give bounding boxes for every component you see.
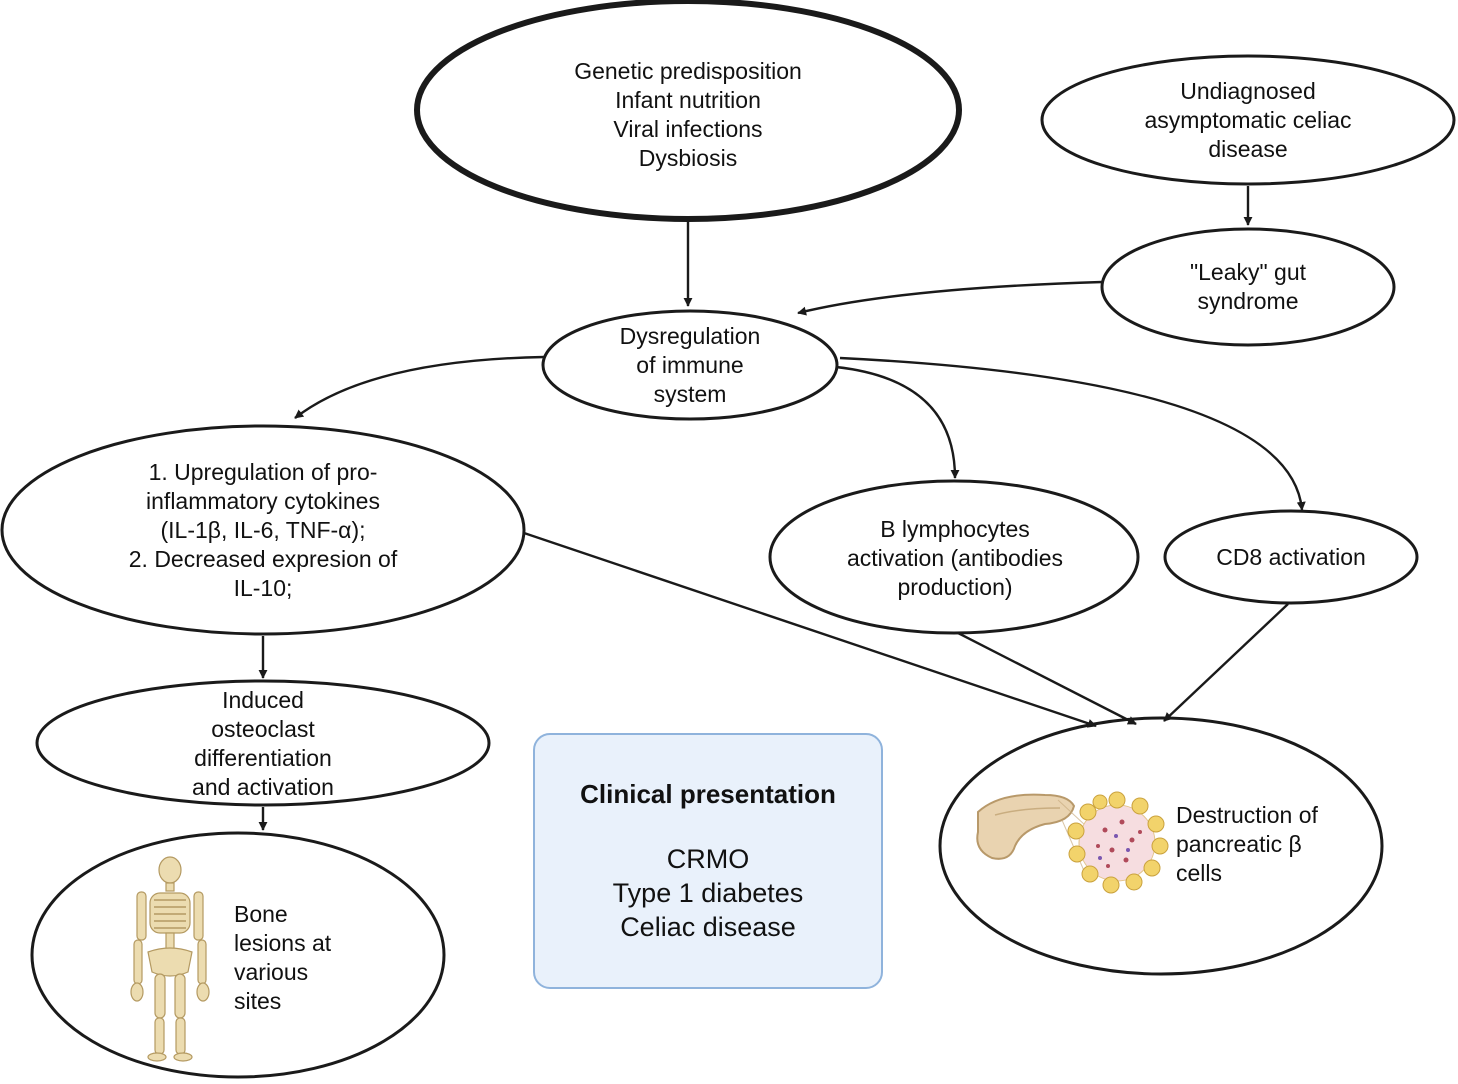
celiac-line: disease <box>1208 135 1288 162</box>
causes-line: Infant nutrition <box>615 87 761 113</box>
bone-node: Bone lesions at various sites <box>234 898 384 1018</box>
b-lymphocytes-ellipse <box>768 479 1140 635</box>
causes-line: Genetic predisposition <box>574 58 802 84</box>
arrow-dysregulation-to-b-lymphocytes <box>835 365 960 479</box>
causes-line: Dysbiosis <box>638 145 738 171</box>
cytokines-line: IL-10; <box>233 574 293 601</box>
causes-line: Viral infections <box>613 116 763 142</box>
b-lymphocytes-line: production) <box>897 573 1013 600</box>
arrow-dysregulation-to-cytokines <box>294 355 545 419</box>
destruction-node: Destruction of pancreatic β cells <box>1176 798 1366 890</box>
b-lymphocytes-node: B lymphocytes activation (antibodies pro… <box>790 510 1120 606</box>
arrow-cd8-to-destruction <box>1163 603 1289 722</box>
arrow-dysregulation-to-cd8 <box>839 356 1306 511</box>
bone-line: lesions at <box>234 930 332 956</box>
clinical-item: Celiac disease <box>620 912 796 942</box>
leaky-gut-line: "Leaky" gut <box>1189 259 1307 285</box>
cd8-ellipse <box>1163 509 1419 605</box>
clinical-item: CRMO <box>666 844 750 874</box>
cytokines-line: inflammatory cytokines <box>146 487 380 514</box>
dysregulation-ellipse <box>541 309 839 421</box>
osteoclast-node: Induced osteoclast differentiation and a… <box>60 684 466 804</box>
cytokines-ellipse <box>0 424 526 636</box>
bone-ellipse <box>30 831 446 1079</box>
bone-line: Bone <box>234 901 288 927</box>
cytokines-line: 2. Decreased expresion of <box>128 545 398 572</box>
clinical-box <box>533 733 883 989</box>
dysregulation-line: system <box>653 380 727 407</box>
destruction-line: pancreatic β <box>1176 830 1302 857</box>
skeleton-icon <box>130 856 210 1062</box>
dysregulation-line: Dysregulation <box>619 322 761 349</box>
celiac-line: Undiagnosed <box>1180 77 1316 104</box>
dysregulation-line: of immune <box>636 351 744 378</box>
celiac-line: asymptomatic celiac <box>1144 106 1352 133</box>
bone-line: sites <box>234 988 282 1014</box>
cytokines-line: 1. Upregulation of pro- <box>148 458 378 485</box>
arrow-b-lymphocytes-to-destruction <box>957 631 1137 726</box>
b-lymphocytes-line: B lymphocytes <box>880 515 1030 542</box>
causes-ellipse <box>414 0 962 222</box>
islet-cells-icon <box>1067 791 1169 894</box>
arrow-cytokines-to-destruction <box>523 531 1097 728</box>
osteoclast-ellipse <box>35 679 491 807</box>
arrow-leaky-gut-to-dysregulation <box>797 280 1103 316</box>
destruction-line: Destruction of <box>1176 801 1318 828</box>
pancreas-icon <box>976 793 1089 881</box>
leaky-gut-node: "Leaky" gut syndrome <box>1110 255 1386 319</box>
osteoclast-line: osteoclast <box>211 716 315 742</box>
cytokines-line: (IL-1β, IL-6, TNF-α); <box>160 516 366 543</box>
dysregulation-node: Dysregulation of immune system <box>555 318 825 412</box>
osteoclast-line: differentiation <box>194 745 332 771</box>
celiac-node: Undiagnosed asymptomatic celiac disease <box>1050 72 1446 168</box>
leaky-gut-line: syndrome <box>1197 288 1299 314</box>
osteoclast-line: and activation <box>192 774 334 800</box>
causes-node: Genetic predisposition Infant nutrition … <box>430 40 946 190</box>
celiac-ellipse <box>1040 54 1456 186</box>
bone-line: various <box>234 959 309 985</box>
clinical-title: Clinical presentation <box>580 779 836 809</box>
destruction-line: cells <box>1176 859 1223 886</box>
clinical-item: Type 1 diabetes <box>612 878 804 908</box>
osteoclast-line: Induced <box>222 687 304 713</box>
cd8-node: CD8 activation <box>1175 537 1407 577</box>
cytokines-node: 1. Upregulation of pro- inflammatory cyt… <box>30 450 496 610</box>
b-lymphocytes-line: activation (antibodies <box>846 544 1064 571</box>
clinical-presentation-panel: Clinical presentation CRMO Type 1 diabet… <box>534 734 882 988</box>
cd8-line: CD8 activation <box>1216 543 1366 570</box>
leaky-gut-ellipse <box>1100 227 1396 347</box>
